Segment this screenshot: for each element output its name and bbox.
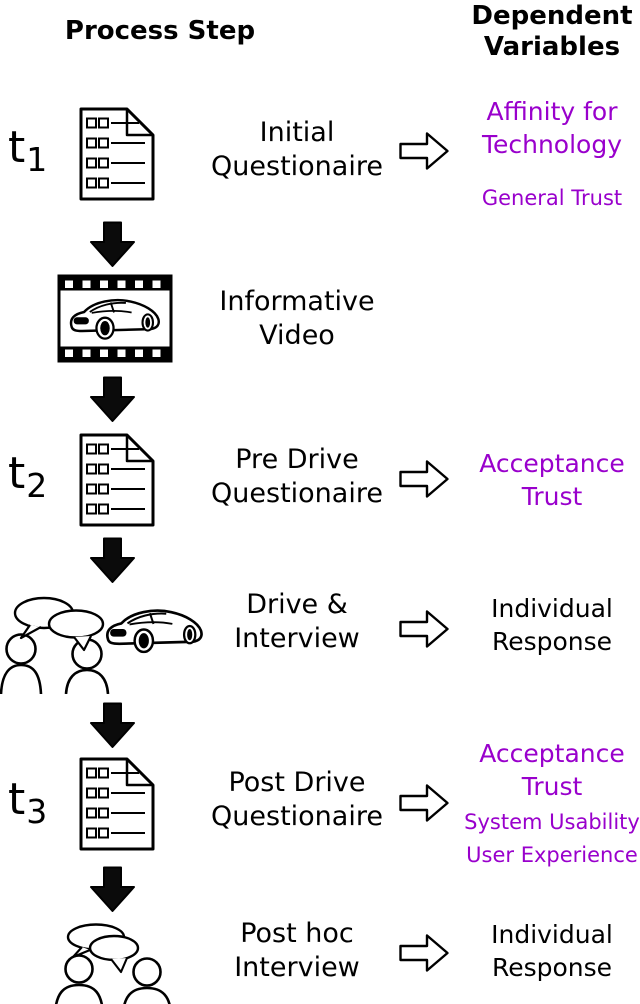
dv-line: Acceptance [479, 739, 625, 768]
down-arrow-icon [90, 866, 135, 912]
dv-line: Response [491, 627, 613, 656]
dv-individual-response: Individual Response [446, 592, 640, 658]
dependent-variables-title-line: Variables [483, 32, 621, 62]
dv-line: Individual [491, 594, 613, 623]
dv-line: Affinity for [486, 97, 618, 126]
questionnaire-icon [79, 757, 155, 851]
step-label-line: Questionaire [211, 801, 383, 832]
step-label-line: Interview [234, 623, 360, 654]
dv-line: Individual [491, 920, 613, 949]
right-arrow-icon [399, 460, 449, 498]
dv-acceptance-trust: Acceptance Trust [446, 737, 640, 803]
down-arrow-icon [90, 702, 135, 748]
down-arrow-icon [90, 221, 135, 267]
dv-line: Trust [521, 482, 583, 511]
down-arrow-icon [90, 537, 135, 583]
step-label-line: Questionaire [211, 151, 383, 182]
down-arrow-icon [90, 376, 135, 422]
interview-people-car-icon [0, 596, 203, 694]
right-arrow-icon [399, 934, 449, 972]
time-label-t2: t2 [8, 448, 48, 505]
step-label-line: Video [259, 320, 335, 351]
step-label-line: Post Drive [228, 767, 366, 798]
dv-line: User Experience [466, 843, 638, 867]
dependent-variables-title: Dependent Variables [446, 1, 640, 63]
dv-individual-response: Individual Response [446, 918, 640, 984]
step-label-post-hoc-interview: Post hoc Interview [187, 917, 407, 985]
film-strip-car-icon [57, 274, 173, 363]
step-label-pre-drive-questionaire: Pre Drive Questionaire [187, 443, 407, 511]
step-label-line: Drive & [246, 589, 348, 620]
step-label-line: Informative [219, 286, 375, 317]
questionnaire-icon [79, 433, 155, 527]
step-label-line: Post hoc [240, 918, 354, 949]
dv-line: General Trust [481, 186, 623, 210]
step-label-initial-questionaire: Initial Questionaire [187, 116, 407, 184]
dv-acceptance-trust: Acceptance Trust [446, 447, 640, 513]
dv-affinity-for-technology: Affinity for Technology [446, 95, 640, 161]
step-label-line: Interview [234, 952, 360, 983]
dependent-variables-title-line: Dependent [471, 1, 633, 31]
dv-system-usability: System Usability [446, 809, 640, 835]
step-label-drive-interview: Drive & Interview [187, 588, 407, 656]
right-arrow-icon [399, 132, 449, 170]
dv-line: Trust [521, 772, 583, 801]
step-label-line: Initial [259, 117, 335, 148]
interview-people-icon [54, 923, 171, 1004]
right-arrow-icon [399, 610, 449, 648]
time-label-t3: t3 [8, 774, 48, 831]
step-label-post-drive-questionaire: Post Drive Questionaire [187, 766, 407, 834]
time-label-t1: t1 [8, 122, 48, 179]
dv-line: Acceptance [479, 449, 625, 478]
questionnaire-icon [79, 107, 155, 201]
dv-user-experience: User Experience [446, 842, 640, 868]
step-label-line: Pre Drive [235, 444, 359, 475]
dv-line: Response [491, 953, 613, 982]
step-label-line: Questionaire [211, 478, 383, 509]
dv-line: Technology [481, 130, 623, 159]
step-label-informative-video: Informative Video [187, 285, 407, 353]
right-arrow-icon [399, 784, 449, 822]
dv-general-trust: General Trust [446, 185, 640, 211]
dv-line: System Usability [464, 810, 640, 834]
process-step-title: Process Step [64, 16, 256, 46]
